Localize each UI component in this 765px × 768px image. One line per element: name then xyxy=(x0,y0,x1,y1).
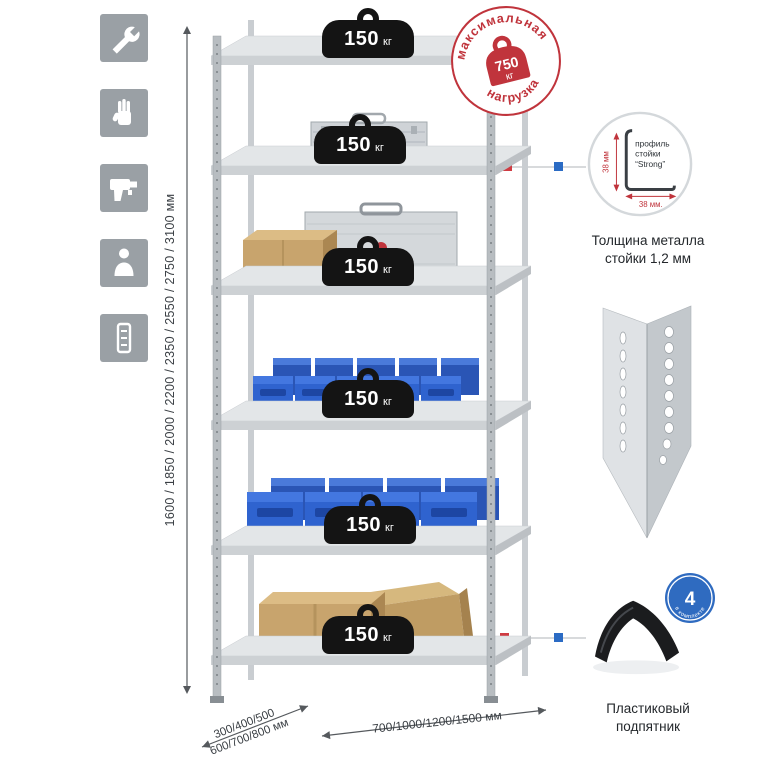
vertical-dimension: 38 мм xyxy=(602,132,620,192)
shelf-load-value: 150 xyxy=(346,514,382,536)
shelf-load-unit: кг xyxy=(385,522,394,534)
profile-label-2: стойки xyxy=(635,149,661,159)
profile-detail-circle: 38 мм 38 мм. профиль стойки “Strong” xyxy=(587,111,693,217)
stamp-weight-icon: 750 кг xyxy=(486,35,531,87)
corner-post-image xyxy=(602,305,692,539)
included-count-badge: 4 в комплекте xyxy=(665,573,715,623)
profile-label-3: “Strong” xyxy=(635,159,665,169)
wrench-icon xyxy=(100,14,148,62)
profile-caption: Толщина металла стойки 1,2 мм xyxy=(563,232,733,267)
shelf-load-unit: кг xyxy=(375,142,384,154)
shelf-load-value: 150 xyxy=(344,388,380,410)
wrench-glyph xyxy=(112,26,140,54)
foot-caption: Пластиковый подпятник xyxy=(563,700,733,735)
profile-label-1: профиль xyxy=(635,138,669,148)
person-icon xyxy=(100,239,148,287)
shelf-load-value: 150 xyxy=(344,624,380,646)
stamp-unit: кг xyxy=(505,70,516,83)
perforation-holes xyxy=(619,326,674,465)
shelf-load-value: 150 xyxy=(336,134,372,156)
depth-dimension-line xyxy=(201,705,309,748)
shelf-load-value: 150 xyxy=(344,28,380,50)
gloves-icon xyxy=(100,89,148,137)
stamp-value: 750 xyxy=(494,54,521,75)
profile-caption-line1: Толщина металла xyxy=(591,233,705,248)
back-post-right xyxy=(522,20,528,676)
drill-glyph xyxy=(110,179,137,201)
gloves-glyph xyxy=(112,99,131,125)
dim-vertical-label: 38 мм xyxy=(602,151,611,173)
foot-caption-line1: Пластиковый xyxy=(606,701,690,716)
profile-cross-section-drawing xyxy=(624,129,676,191)
front-post-left xyxy=(210,35,224,703)
dim-horizontal-label: 38 мм. xyxy=(639,200,663,209)
plastic-foot-image xyxy=(593,600,680,675)
front-post-right xyxy=(484,35,498,703)
horizontal-dimension: 38 мм. xyxy=(625,193,677,209)
person-glyph xyxy=(114,248,134,276)
back-post-left xyxy=(248,20,254,680)
height-dimension-label: 1600 / 1850 / 2000 / 2200 / 2350 / 2550 … xyxy=(163,193,177,527)
drill-icon xyxy=(100,164,148,212)
width-dimension-line xyxy=(321,706,547,740)
foot-caption-line2: подпятник xyxy=(615,718,681,734)
levels-glyph xyxy=(116,322,132,354)
shelf-load-value: 150 xyxy=(344,256,380,278)
height-dimension-line xyxy=(183,26,191,694)
shelf-load-unit: кг xyxy=(383,264,392,276)
shelf-load-unit: кг xyxy=(383,632,392,644)
shelf-load-unit: кг xyxy=(383,396,392,408)
shelf-load-unit: кг xyxy=(383,36,392,48)
badge-count: 4 xyxy=(685,589,696,610)
levels-icon xyxy=(100,314,148,362)
profile-caption-line2: стойки 1,2 мм xyxy=(604,250,692,266)
